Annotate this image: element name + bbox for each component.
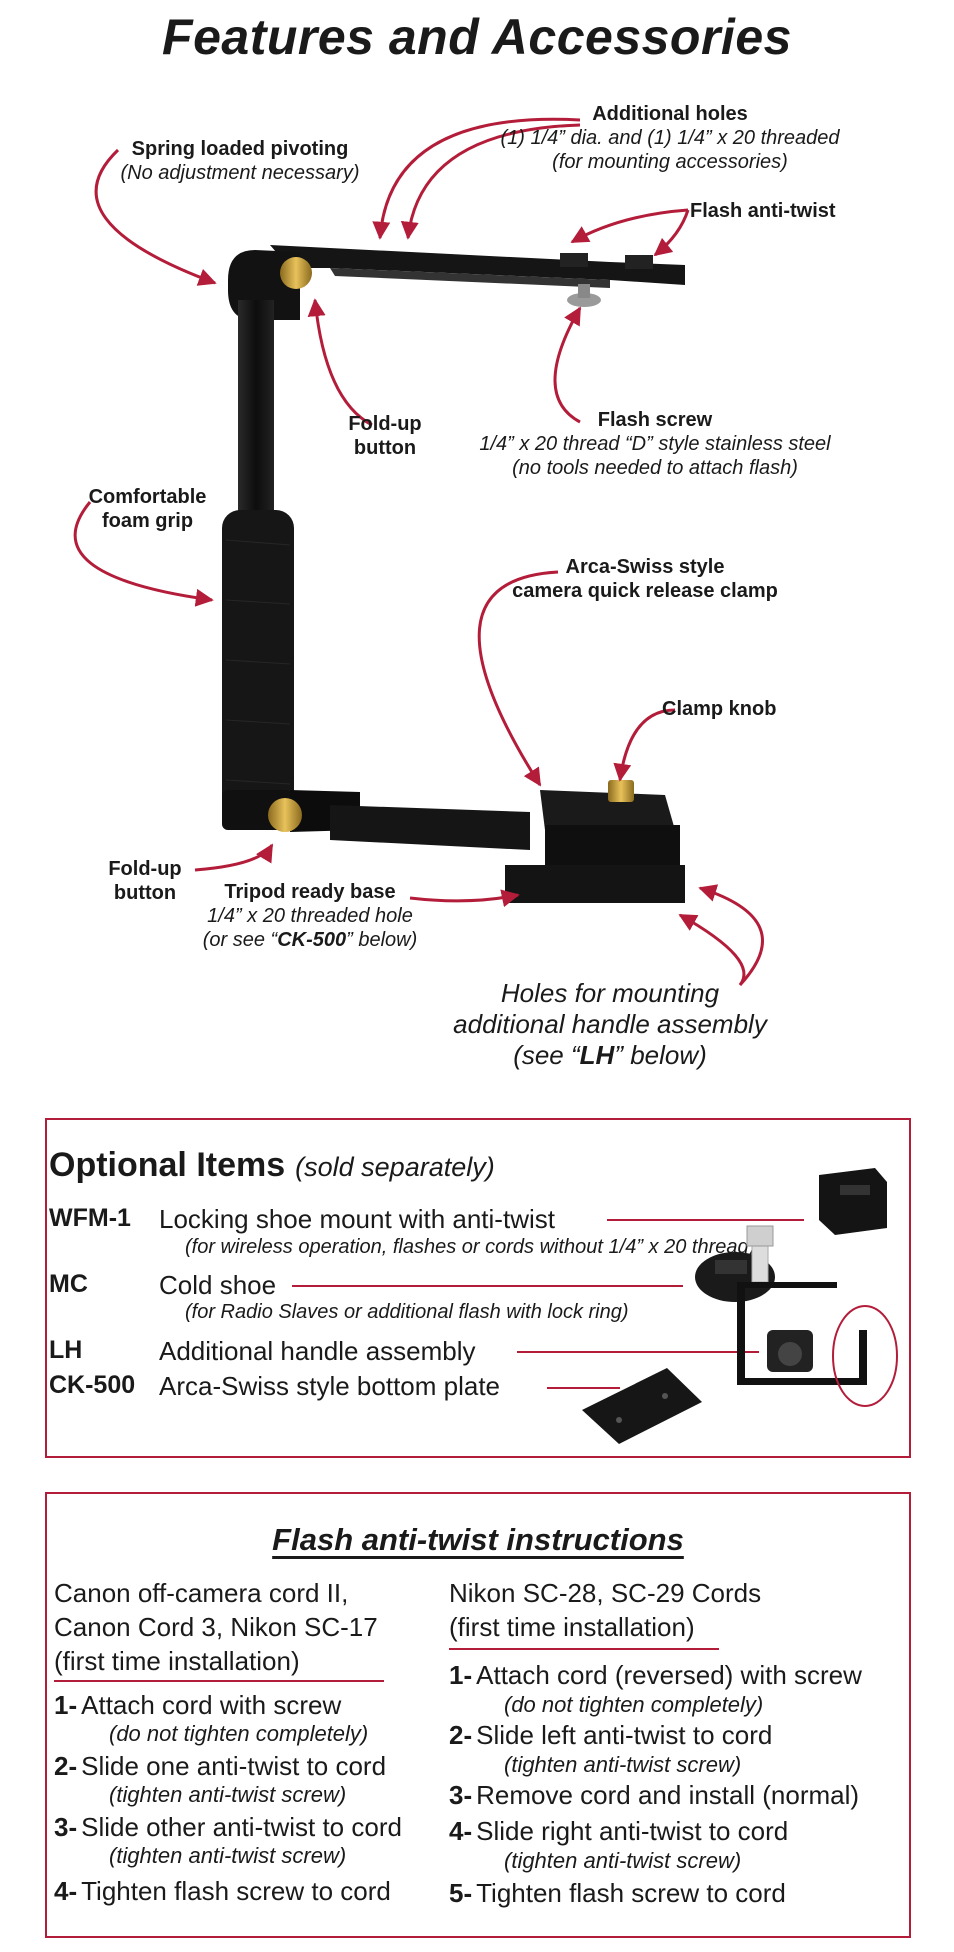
- label-foam-grip-line2: foam grip: [101, 510, 194, 532]
- label-fold-up-bottom-line2: button: [113, 882, 177, 904]
- label-fold-up-bottom-line1: Fold-up: [108, 858, 182, 880]
- left-head-line1: Canon off-camera cord II,: [54, 1578, 349, 1608]
- left-step-2: 2-Slide one anti-twist to cord: [54, 1751, 387, 1781]
- label-arca-clamp-line2: camera quick release clamp: [512, 580, 778, 602]
- label-clamp-knob-title: Clamp knob: [662, 698, 777, 720]
- label-flash-screw-line2: 1/4” x 20 thread “D” style stainless ste…: [479, 433, 831, 455]
- fold-up-knob-bottom: [268, 798, 302, 832]
- fold-up-knob-top: [280, 257, 312, 289]
- bracket-illustration: [222, 245, 685, 903]
- left-step-4: 4-Tighten flash screw to cord: [54, 1876, 391, 1906]
- label-tripod-base-title: Tripod ready base: [224, 881, 396, 903]
- label-flash-anti-twist: Flash anti-twist: [690, 199, 870, 223]
- clamp-knob-icon: [608, 780, 634, 802]
- label-flash-screw-line3: (no tools needed to attach flash): [512, 457, 798, 479]
- flash-screw-icon: [567, 293, 601, 307]
- instructions-panel: Flash anti-twist instructions Canon off-…: [45, 1492, 911, 1938]
- label-holes-mounting: Holes for mounting additional handle ass…: [420, 978, 800, 1071]
- label-arca-clamp-line1: Arca-Swiss style: [565, 556, 725, 578]
- label-fold-up-bottom: Fold-up button: [95, 857, 195, 905]
- item-desc-ck500: Arca-Swiss style bottom plate: [159, 1371, 501, 1401]
- label-flash-anti-twist-title: Flash anti-twist: [690, 200, 836, 222]
- right-step-5: 5-Tighten flash screw to cord: [449, 1878, 786, 1908]
- item-code-lh: LH: [49, 1336, 83, 1364]
- right-column-heading: Nikon SC-28, SC-29 Cords (first time ins…: [449, 1576, 761, 1644]
- label-arca-clamp: Arca-Swiss style camera quick release cl…: [490, 555, 800, 603]
- optional-items-graphics: [292, 1168, 898, 1444]
- item-desc-mc: Cold shoe: [159, 1270, 277, 1300]
- right-step-2-note: (tighten anti-twist screw): [504, 1752, 742, 1777]
- left-step-1: 1-Attach cord with screw: [54, 1690, 342, 1720]
- label-clamp-knob: Clamp knob: [662, 697, 812, 721]
- item-note-wfm1: (for wireless operation, flashes or cord…: [185, 1236, 756, 1258]
- optional-items-heading: Optional Items(sold separately): [49, 1146, 495, 1184]
- label-spring-loaded: Spring loaded pivoting (No adjustment ne…: [100, 137, 380, 185]
- label-fold-up-top: Fold-up button: [335, 412, 435, 460]
- highlight-circle: [832, 1305, 898, 1407]
- vertical-shaft: [238, 300, 274, 520]
- item-code-mc: MC: [49, 1270, 88, 1298]
- label-holes-mounting-line3: (see “LH” below): [513, 1040, 707, 1070]
- label-holes-mounting-line2: additional handle assembly: [453, 1009, 767, 1039]
- item-code-ck500: CK-500: [49, 1371, 136, 1399]
- label-spring-loaded-line2: (No adjustment necessary): [120, 162, 360, 184]
- shoe-mount-icon: [819, 1168, 887, 1235]
- callout-arrows: [73, 117, 764, 987]
- item-desc-lh: Additional handle assembly: [159, 1336, 476, 1366]
- right-step-4-note: (tighten anti-twist screw): [504, 1848, 742, 1873]
- handle-assembly-icon: [737, 1225, 867, 1385]
- label-fold-up-top-line1: Fold-up: [348, 413, 422, 435]
- optional-items-subheading: (sold separately): [295, 1152, 495, 1182]
- item-desc-wfm1: Locking shoe mount with anti-twist: [159, 1204, 555, 1234]
- right-step-1-note: (do not tighten completely): [504, 1692, 764, 1717]
- right-head-rule: [449, 1648, 719, 1650]
- item-code-wfm1: WFM-1: [49, 1204, 131, 1232]
- left-column-heading: Canon off-camera cord II, Canon Cord 3, …: [54, 1576, 378, 1678]
- base-arm: [222, 790, 530, 850]
- label-spring-loaded-title: Spring loaded pivoting: [131, 138, 349, 160]
- label-tripod-base-line3: (or see “CK-500” below): [202, 929, 418, 951]
- left-head-line2: Canon Cord 3, Nikon SC-17: [54, 1612, 378, 1642]
- label-additional-holes: Additional holes (1) 1/4” dia. and (1) 1…: [470, 102, 870, 174]
- arca-clamp: [505, 780, 685, 903]
- right-step-4: 4-Slide right anti-twist to cord: [449, 1816, 789, 1846]
- label-fold-up-top-line2: button: [353, 437, 417, 459]
- label-foam-grip: Comfortable foam grip: [75, 485, 220, 533]
- label-additional-holes-line2: (1) 1/4” dia. and (1) 1/4” x 20 threaded: [500, 127, 840, 149]
- left-step-3: 3-Slide other anti-twist to cord: [54, 1812, 402, 1842]
- page-title: Features and Accessories: [162, 9, 792, 65]
- label-additional-holes-line3: (for mounting accessories): [552, 151, 788, 173]
- label-tripod-base: Tripod ready base 1/4” x 20 threaded hol…: [180, 880, 440, 952]
- right-step-3: 3-Remove cord and install (normal): [449, 1780, 860, 1810]
- left-head-line3: (first time installation): [54, 1646, 300, 1676]
- label-holes-mounting-line1: Holes for mounting: [500, 978, 720, 1008]
- right-step-1: 1-Attach cord (reversed) with screw: [449, 1660, 862, 1690]
- item-note-mc: (for Radio Slaves or additional flash wi…: [185, 1301, 629, 1323]
- left-step-1-note: (do not tighten completely): [109, 1721, 369, 1746]
- left-step-3-note: (tighten anti-twist screw): [109, 1843, 347, 1868]
- optional-items-panel: Optional Items(sold separately) WFM-1 Lo…: [45, 1118, 911, 1458]
- left-head-rule: [54, 1680, 384, 1682]
- instructions-heading: Flash anti-twist instructions: [272, 1522, 684, 1557]
- label-tripod-base-line2: 1/4” x 20 threaded hole: [207, 905, 413, 927]
- label-foam-grip-line1: Comfortable: [88, 486, 207, 508]
- top-arm: [270, 245, 685, 307]
- bottom-plate-icon: [582, 1368, 702, 1444]
- label-flash-screw: Flash screw 1/4” x 20 thread “D” style s…: [445, 408, 865, 480]
- right-head-line1: Nikon SC-28, SC-29 Cords: [449, 1578, 762, 1608]
- label-additional-holes-title: Additional holes: [592, 103, 748, 125]
- left-step-2-note: (tighten anti-twist screw): [109, 1782, 347, 1807]
- label-flash-screw-title: Flash screw: [597, 409, 713, 431]
- right-step-2: 2-Slide left anti-twist to cord: [449, 1720, 773, 1750]
- right-head-line2: (first time installation): [449, 1612, 695, 1642]
